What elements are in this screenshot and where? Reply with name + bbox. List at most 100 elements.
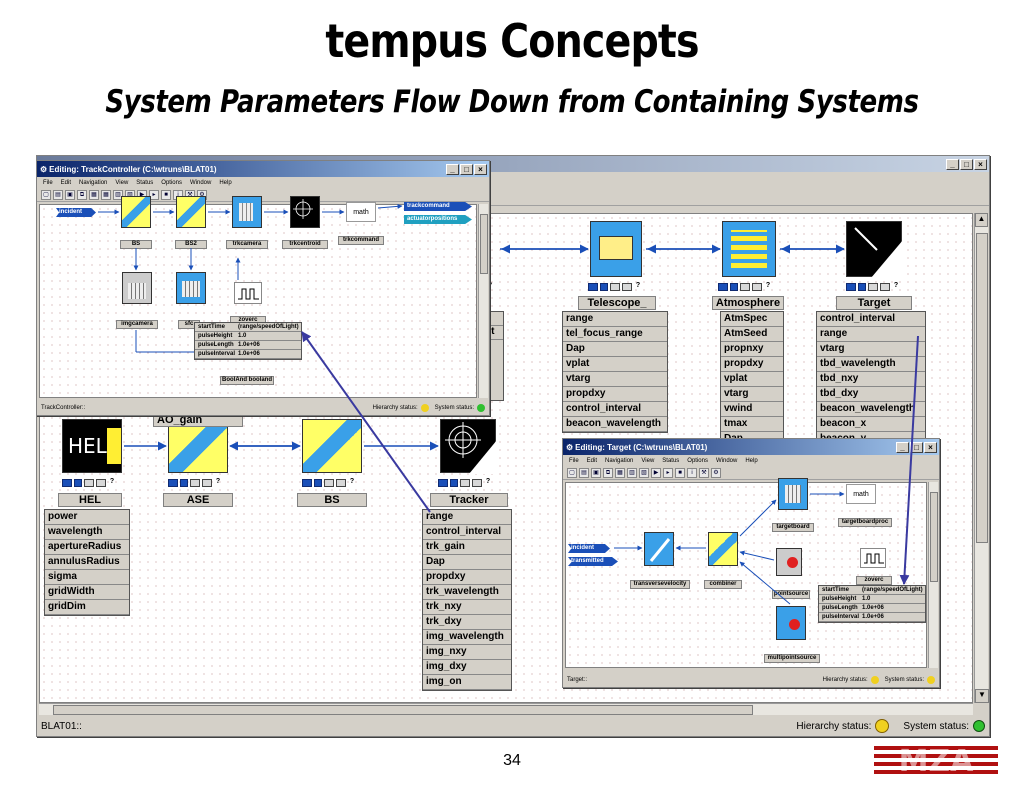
- open-folder-icon[interactable]: ▤: [53, 189, 63, 200]
- help-icon[interactable]: ?: [109, 478, 115, 485]
- pulse-block[interactable]: [234, 282, 262, 304]
- menu-options[interactable]: Options: [687, 457, 708, 464]
- pointsource-icon[interactable]: [776, 548, 802, 576]
- port-button[interactable]: [96, 479, 106, 487]
- help-icon[interactable]: ?: [893, 282, 899, 289]
- scroll-thumb[interactable]: [480, 214, 488, 274]
- param-row[interactable]: control_interval: [563, 402, 667, 417]
- param-row[interactable]: beacon_x: [817, 417, 925, 432]
- param-row[interactable]: beacon_wavelength: [817, 402, 925, 417]
- transversevelocity-icon[interactable]: [644, 532, 674, 566]
- step-icon[interactable]: ▸: [149, 189, 159, 200]
- param-row[interactable]: tmax: [721, 417, 783, 432]
- param-row[interactable]: trk_dxy: [423, 615, 511, 630]
- param-row[interactable]: propdxy: [563, 387, 667, 402]
- port-button[interactable]: [74, 479, 82, 487]
- param-row[interactable]: trk_nxy: [423, 600, 511, 615]
- port-button[interactable]: [622, 283, 632, 291]
- menu-view[interactable]: View: [115, 179, 129, 186]
- bs-mini-icon[interactable]: [121, 196, 151, 228]
- port-button[interactable]: [752, 283, 762, 291]
- open-folder-icon[interactable]: ▤: [579, 467, 589, 478]
- layout-icon[interactable]: ▥: [627, 467, 637, 478]
- incident-input-tag[interactable]: incident: [568, 544, 610, 553]
- param-row[interactable]: propdxy: [423, 570, 511, 585]
- port-button[interactable]: [718, 283, 728, 291]
- menu-status[interactable]: Status: [662, 457, 680, 464]
- port-button[interactable]: [314, 479, 322, 487]
- port-button[interactable]: [202, 479, 212, 487]
- port-button[interactable]: [610, 283, 620, 291]
- param-row[interactable]: tbd_wavelength: [817, 357, 925, 372]
- port-button[interactable]: [190, 479, 200, 487]
- port-button[interactable]: [600, 283, 608, 291]
- port-button[interactable]: [880, 283, 890, 291]
- trackcontroller-vscrollbar[interactable]: [478, 204, 488, 398]
- save-icon[interactable]: ▣: [65, 189, 75, 200]
- main-hscrollbar[interactable]: [39, 703, 973, 715]
- scroll-thumb[interactable]: [976, 233, 988, 543]
- help-icon[interactable]: ?: [635, 282, 641, 289]
- param-row[interactable]: vplat: [721, 372, 783, 387]
- param-row[interactable]: trk_gain: [423, 540, 511, 555]
- param-row[interactable]: gridDim: [45, 600, 129, 615]
- param-row[interactable]: tel_focus_range: [563, 327, 667, 342]
- port-button[interactable]: [84, 479, 94, 487]
- tools-icon[interactable]: ⚒: [699, 467, 709, 478]
- multipointsource-icon[interactable]: [776, 606, 806, 640]
- help-icon[interactable]: ?: [765, 282, 771, 289]
- param-row[interactable]: apertureRadius: [45, 540, 129, 555]
- param-row[interactable]: range: [423, 510, 511, 525]
- param-row[interactable]: tbd_dxy: [817, 387, 925, 402]
- param-row[interactable]: trk_wavelength: [423, 585, 511, 600]
- maximize-button[interactable]: □: [960, 158, 973, 170]
- port-button[interactable]: [858, 283, 866, 291]
- new-file-icon[interactable]: ▢: [41, 189, 51, 200]
- port-button[interactable]: [846, 283, 856, 291]
- hscroll-thumb[interactable]: [53, 705, 753, 715]
- menu-edit[interactable]: Edit: [586, 457, 598, 464]
- library-icon[interactable]: ▧: [639, 467, 649, 478]
- param-row[interactable]: tbd_nxy: [817, 372, 925, 387]
- param-row[interactable]: vplat: [563, 357, 667, 372]
- info-icon[interactable]: i: [687, 467, 697, 478]
- copy-icon[interactable]: ⧉: [77, 189, 87, 200]
- param-row[interactable]: annulusRadius: [45, 555, 129, 570]
- close-button[interactable]: ×: [924, 441, 937, 453]
- close-button[interactable]: ×: [974, 158, 987, 170]
- imgcamera-icon[interactable]: [122, 272, 152, 304]
- trackcommand-output-tag[interactable]: trackcommand: [404, 202, 472, 211]
- port-button[interactable]: [472, 479, 482, 487]
- new-file-icon[interactable]: ▢: [567, 467, 577, 478]
- math-block[interactable]: math: [846, 484, 876, 504]
- popup-row[interactable]: startTime(range/speedOfLight): [195, 323, 301, 332]
- trkcentroid-icon[interactable]: [290, 196, 320, 228]
- port-button[interactable]: [450, 479, 458, 487]
- minimize-button[interactable]: _: [446, 163, 459, 175]
- minimize-button[interactable]: _: [946, 158, 959, 170]
- port-button[interactable]: [438, 479, 448, 487]
- incident-input-tag[interactable]: incident: [56, 208, 96, 217]
- param-row[interactable]: beacon_wavelength: [563, 417, 667, 432]
- math-block[interactable]: math: [346, 202, 376, 222]
- param-row[interactable]: img_wavelength: [423, 630, 511, 645]
- menu-file[interactable]: File: [569, 457, 579, 464]
- help-icon[interactable]: ?: [349, 478, 355, 485]
- port-button[interactable]: [588, 283, 598, 291]
- targetboard-icon[interactable]: [778, 478, 808, 510]
- param-row[interactable]: Dap: [563, 342, 667, 357]
- main-vscrollbar[interactable]: ▲ ▼: [974, 213, 989, 703]
- param-row[interactable]: power: [45, 510, 129, 525]
- scroll-down-button[interactable]: ▼: [975, 689, 989, 703]
- maximize-button[interactable]: □: [910, 441, 923, 453]
- help-icon[interactable]: ?: [487, 282, 493, 289]
- port-button[interactable]: [302, 479, 312, 487]
- paste-icon[interactable]: ▦: [89, 189, 99, 200]
- trackcontroller-titlebar[interactable]: ⚙ Editing: TrackController (C:\wtruns\BL…: [37, 161, 489, 177]
- menu-help[interactable]: Help: [745, 457, 758, 464]
- grid-icon[interactable]: ▦: [615, 467, 625, 478]
- param-row[interactable]: sigma: [45, 570, 129, 585]
